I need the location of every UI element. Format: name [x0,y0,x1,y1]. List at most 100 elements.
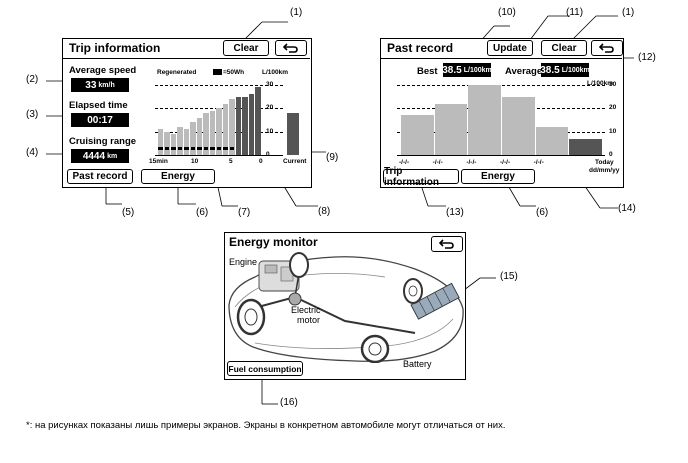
regen-mark [190,147,195,150]
callout-16: (16) [280,397,298,408]
trip-bar [203,113,209,155]
update-button[interactable]: Update [487,40,533,56]
current-label: Current [283,158,307,165]
average-label: Average [505,66,543,77]
y-tick-label: 30 [609,81,617,88]
past-chart: 0 10 20 30 -/-/- -/-/- -/-/- -/-/- -/-/- [381,39,625,189]
axis-unit-label: L/100km [262,69,289,76]
callout-11: (11) [566,7,584,18]
callout-6-right: (6) [536,207,549,218]
grid-line [397,131,605,133]
callout-2: (2) [26,74,39,85]
callout-8: (8) [318,206,331,217]
trip-bar [157,129,163,155]
regenerated-label: Regenerated [157,69,197,76]
grid-line [397,85,605,86]
grid-line [397,108,605,110]
regen-mark [177,147,182,150]
regen-mark [164,147,169,150]
callout-5: (5) [122,207,135,218]
clear-button[interactable]: Clear [223,40,269,56]
past-bar [569,138,602,155]
callout-13: (13) [446,207,464,218]
callout-1-right: (1) [622,7,635,18]
callout-1-left: (1) [290,7,303,18]
y-tick-label: 10 [609,127,617,135]
back-button[interactable] [275,40,307,56]
trip-bar [209,110,215,155]
trip-bar [235,96,241,155]
electric-motor-label-line2: motor [297,315,321,325]
regen-mark [171,147,176,150]
past-bar [535,127,569,155]
trip-bar [196,117,202,155]
elapsed-time-value: 00:17 [71,113,129,127]
back-button[interactable] [591,40,623,56]
regen-mark [210,147,215,150]
callout-3: (3) [26,109,39,120]
date-tick-label: -/-/- [533,159,544,166]
callout-9: (9) [326,152,339,163]
energy-button[interactable]: Energy [461,169,535,184]
axis-unit-label: L/100km [587,80,614,87]
trip-bar [229,99,235,155]
y-tick-label: 20 [609,104,617,112]
past-bar [468,85,501,155]
regen-mark [203,147,208,150]
callout-10: (10) [498,7,516,18]
y-tick-label: 30 [266,81,274,88]
regen-mark [223,147,228,150]
past-record-button[interactable]: Past record [67,169,133,184]
trip-bar [183,129,189,155]
elapsed-time-label: Elapsed time [69,100,128,111]
regen-mark [229,147,234,150]
past-bar [434,103,468,155]
date-tick-label: -/-/- [500,159,511,166]
fuel-consumption-button[interactable]: Fuel consumption [227,361,303,376]
callout-14: (14) [618,203,636,214]
x-tick-label: 5 [229,158,233,165]
page-title: Trip information [69,41,161,55]
date-tick-label: -/-/- [399,159,410,166]
back-arrow-icon [599,43,614,53]
page-title: Energy monitor [229,235,318,249]
x-tick-label: 10 [191,158,199,165]
x-tick-label: 0 [259,158,263,165]
y-tick-label: 0 [266,151,270,158]
date-tick-label: -/-/- [432,159,443,166]
y-tick-label: 10 [266,127,274,135]
back-button[interactable] [431,236,463,252]
trip-information-button[interactable]: Trip information [383,166,459,188]
x-tick-label: 15min [149,158,168,165]
regen-mark [158,147,163,150]
trip-bar [222,103,228,155]
engine-label: Engine [229,257,258,267]
cruising-range-label: Cruising range [69,136,137,147]
regen-legend: =50Wh [213,69,244,76]
y-tick-label: 0 [609,151,613,158]
page-title: Past record [387,41,454,55]
back-arrow-icon [439,239,454,249]
best-label: Best [417,66,438,77]
current-bar [287,113,299,155]
date-tick-label: -/-/- [466,159,477,166]
average-speed-label: Average speed [69,65,137,76]
energy-button[interactable]: Energy [141,169,215,184]
regen-mark [216,147,221,150]
trip-bar [177,127,183,155]
car-illustration [228,252,464,363]
today-label: Today [595,159,614,166]
grid-line [397,155,605,156]
electric-motor-label-line1: Electric [291,305,321,315]
back-arrow-icon [283,43,298,53]
grid-line [155,85,283,86]
clear-button[interactable]: Clear [541,40,587,56]
trip-bar [216,108,222,155]
battery-label: Battery [403,359,432,369]
footnote: *: на рисунках показаны лишь примеры экр… [26,420,506,431]
